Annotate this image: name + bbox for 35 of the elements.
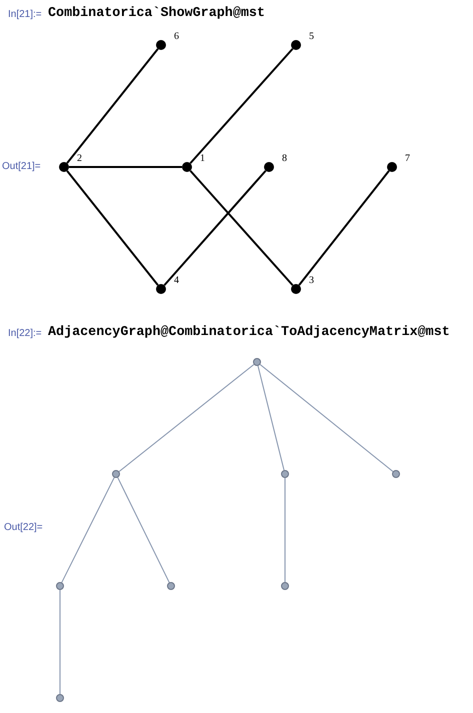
graph-edge [284, 478, 286, 582]
graph-edge [190, 170, 294, 286]
vertex-label: 1 [200, 154, 205, 164]
graph-edge [190, 48, 294, 164]
input-code: AdjacencyGraph@Combinatorica`ToAdjacencyMatrix@mst [48, 325, 450, 340]
vertex-circle [281, 582, 289, 590]
graph-edge [257, 365, 285, 471]
vertex-circle [281, 470, 289, 478]
vertex-circle [253, 358, 261, 366]
prompt-label: Out[22]= [4, 522, 43, 533]
graph-edge [61, 477, 115, 583]
vertex-label: 8 [282, 154, 287, 164]
vertex-label: 5 [309, 32, 314, 42]
vertex-circle [167, 582, 175, 590]
graph-edge [118, 364, 254, 472]
graph-edge [69, 166, 182, 168]
graph-edge [66, 170, 159, 286]
vertex-circle [56, 694, 64, 702]
vertex-label: 2 [77, 154, 82, 164]
input-code: Combinatorica`ShowGraph@mst [48, 6, 265, 21]
vertex-label: 3 [309, 276, 314, 286]
graph-edge [260, 364, 394, 472]
graph-edge [117, 477, 170, 583]
vertex-circle [112, 470, 120, 478]
vertex-label: 7 [405, 154, 410, 164]
vertex-label: 4 [174, 276, 179, 286]
graph-edge [164, 170, 266, 286]
vertex-circle [56, 582, 64, 590]
vertex-circle [392, 470, 400, 478]
graph-edge [298, 170, 390, 286]
graph-edge [66, 48, 159, 164]
vertex-label: 6 [174, 32, 179, 42]
prompt-label: In[22]:= [8, 328, 42, 339]
prompt-label: In[21]:= [8, 9, 42, 20]
prompt-label: Out[21]= [2, 161, 41, 172]
